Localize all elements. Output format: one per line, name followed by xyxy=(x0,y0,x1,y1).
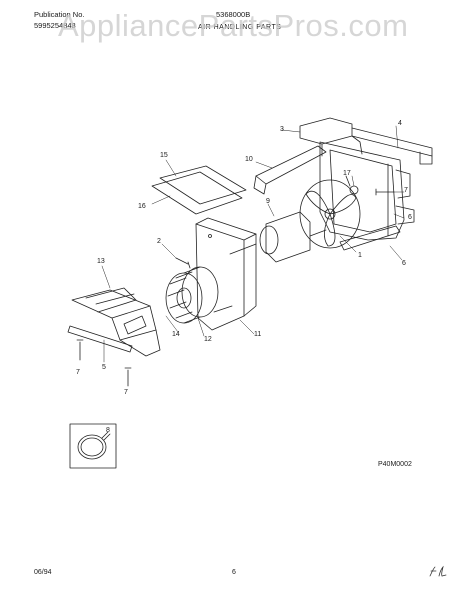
publication-number: 5995254848 xyxy=(34,21,76,30)
callout-9: 10 xyxy=(245,156,253,163)
callout-17: 17 xyxy=(343,170,351,177)
watermark: AppliancePartsPros.com xyxy=(58,8,409,43)
callout-1: 1 xyxy=(358,252,362,259)
callout-7-bottom: 7 xyxy=(124,389,128,396)
fan-motor-part xyxy=(229,211,327,263)
revision-date: 06/94 xyxy=(34,569,52,576)
deflector-grille-part xyxy=(71,287,161,357)
page-number: 6 xyxy=(232,569,236,576)
lower-strap-part xyxy=(339,225,401,251)
screw-part xyxy=(175,257,191,269)
callout-10: 11 xyxy=(254,331,262,338)
rail-part xyxy=(351,127,433,165)
handwritten-initials xyxy=(429,565,447,577)
screw-7-bottom xyxy=(124,367,132,387)
section-title: AIR HANDLING PARTS xyxy=(198,24,282,31)
leader-lines xyxy=(101,125,405,363)
callout-16: 8 xyxy=(106,427,110,434)
scroll-housing-part xyxy=(195,217,257,331)
blower-wheel-part xyxy=(165,266,219,324)
callout-12: 14 xyxy=(172,331,180,338)
condenser-shroud xyxy=(319,141,415,241)
callout-8: 9 xyxy=(266,198,270,205)
model-number: 5368000B xyxy=(216,10,251,19)
callout-14: 16 xyxy=(138,203,146,210)
publication-label: Publication No. xyxy=(34,10,85,19)
inset-box xyxy=(69,423,117,469)
callout-7-left: 7 xyxy=(76,369,80,376)
cover-plate-part xyxy=(159,165,247,205)
callout-5: 5 xyxy=(102,364,106,371)
callout-3: 3 xyxy=(280,126,284,133)
callout-13: 15 xyxy=(160,152,168,159)
callout-6-upper: 6 xyxy=(408,214,412,221)
callout-4: 4 xyxy=(398,120,402,127)
callout-2: 2 xyxy=(157,238,161,245)
mounting-strap-part xyxy=(253,145,327,195)
callout-11: 12 xyxy=(204,336,212,343)
insulation-pad-part xyxy=(151,171,243,215)
lower-rail-part xyxy=(67,325,133,353)
fan-blade-part xyxy=(299,179,361,249)
screw-7-left xyxy=(76,339,84,361)
callout-7-right: 7 xyxy=(404,187,408,194)
diagram-code: P40M0002 xyxy=(378,461,412,468)
callout-6-lower: 6 xyxy=(402,260,406,267)
retainer-part xyxy=(123,315,147,335)
callout-15: 13 xyxy=(97,258,105,265)
screw-7-right xyxy=(375,188,395,196)
